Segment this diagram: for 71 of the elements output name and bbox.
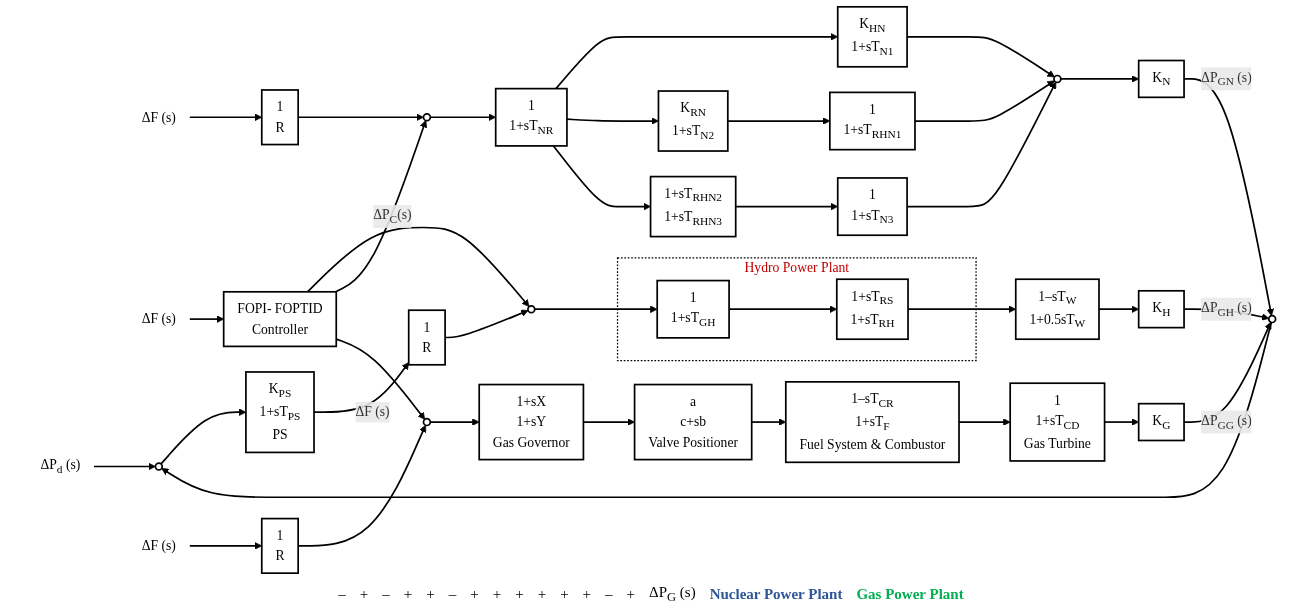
- signal-label: +: [403, 586, 413, 603]
- node-box: [784, 381, 960, 464]
- signal-label: +: [515, 586, 524, 603]
- cluster: [616, 257, 977, 362]
- arrow: [188, 113, 262, 121]
- arrow: [906, 81, 1056, 208]
- node-box: [260, 517, 299, 574]
- arrow: [444, 309, 529, 339]
- node-box: [835, 278, 909, 341]
- arrow: [552, 145, 651, 211]
- arrow: [334, 120, 427, 293]
- signal-label: +: [359, 586, 369, 603]
- node-box: [478, 383, 585, 461]
- node-box: [1009, 382, 1106, 462]
- node-box: [260, 89, 299, 146]
- signal-label: +: [492, 586, 502, 603]
- node-text: ΔF (s): [141, 538, 176, 553]
- node-circle: [422, 113, 431, 122]
- node-circle: [154, 462, 163, 471]
- node-box: [633, 383, 753, 461]
- node-box: [407, 309, 446, 366]
- signal-label: –: [448, 586, 457, 603]
- node-box: [1137, 289, 1185, 329]
- signal-label: ΔP$_{G}$ (s): [649, 584, 696, 605]
- signal-label: +: [537, 586, 547, 603]
- arrow: [554, 33, 838, 90]
- edge-label: ΔP$_{GN}$ (s): [1200, 69, 1252, 88]
- node-box: [222, 290, 337, 348]
- arrow: [429, 113, 496, 121]
- node-box: [657, 90, 729, 152]
- arrow: [906, 35, 1055, 78]
- node-box: [656, 279, 730, 339]
- arrow: [92, 462, 156, 471]
- node-box: [1014, 278, 1100, 341]
- node-box: [1137, 59, 1185, 99]
- arrow: [306, 226, 530, 307]
- node-circle: [526, 304, 536, 314]
- node-box: [836, 5, 908, 68]
- section-title: Gas Power Plant: [856, 586, 964, 603]
- signal-label: –: [338, 586, 346, 603]
- node-box: [828, 91, 916, 151]
- node-text: ΔP$_{d}$ (s): [40, 457, 81, 476]
- node-text: ΔF (s): [141, 109, 176, 125]
- section-title: Nuclear Power Plant: [709, 586, 843, 603]
- edge-label: ΔP$_{C}$(s): [373, 207, 412, 226]
- block-diagram: Hydro Power Plant ΔP$_{C}$(s) ΔP$_{GH}$ (s) ΔP$_{GN}$ (s) ΔF (s) ΔP$_{GG}$ (s) ΔP$_{d}$ (s) 1 R 1 1+sT$_{GH}$ 1+sT$_{RS}$ 1+sT$_{RH}$ 1–sT$_{W}$ 1+0.5sT$_{W}$ K$_{H}$ 1 R ΔF (s) K$_{HN}$ 1+sT$_{N1}$ ΔF (s) FOPI- FOPTID Controller 1 1+sT$_{NR}$ K$_{RN}$ 1+sT$_{N2}$ 1 1+sT$_{RHN1}$ K$_{N}$ K$_{PS}$ 1+sT$_{PS}$ PS 1+sT$_{RHN2}$ 1+sT$_{RHN3}$ 1 1+sT$_{N3}$ 1 R ΔF (s) 1+sX 1+sY Gas Governor a c+sb Valve Positioner 1–sT$_{CR}$ 1+sT$_{F}$ Fuel System & Combustor 1 1+sT$_{CD}$ Gas Turbine K$_{G}$: [19, 0, 1283, 580]
- edge-label: ΔP$_{GH}$ (s): [1200, 300, 1252, 319]
- node-box: [1137, 402, 1185, 442]
- signal-label: +: [582, 586, 592, 603]
- signal-label: –: [382, 586, 390, 603]
- arrow: [188, 315, 224, 323]
- signal-label: +: [470, 586, 479, 603]
- node-box: [494, 87, 568, 147]
- node-text: ΔF (s): [141, 311, 176, 326]
- signal-label: +: [426, 586, 435, 603]
- node-box: [244, 371, 315, 454]
- edge-label: ΔF (s): [355, 404, 390, 420]
- signal-label: –: [605, 586, 613, 603]
- signal-label: +: [560, 586, 569, 603]
- arrow: [297, 113, 424, 121]
- signal-label: +: [626, 586, 636, 603]
- arrow: [728, 305, 837, 313]
- node-circle: [422, 417, 431, 427]
- node-box: [836, 177, 908, 237]
- arrow: [1059, 75, 1139, 83]
- arrow: [297, 424, 427, 547]
- node-circle: [1267, 314, 1277, 324]
- node-circle: [1052, 74, 1062, 84]
- edge-label: ΔP$_{GG}$ (s): [1200, 413, 1252, 432]
- node-box: [649, 175, 737, 238]
- arrow: [188, 542, 262, 550]
